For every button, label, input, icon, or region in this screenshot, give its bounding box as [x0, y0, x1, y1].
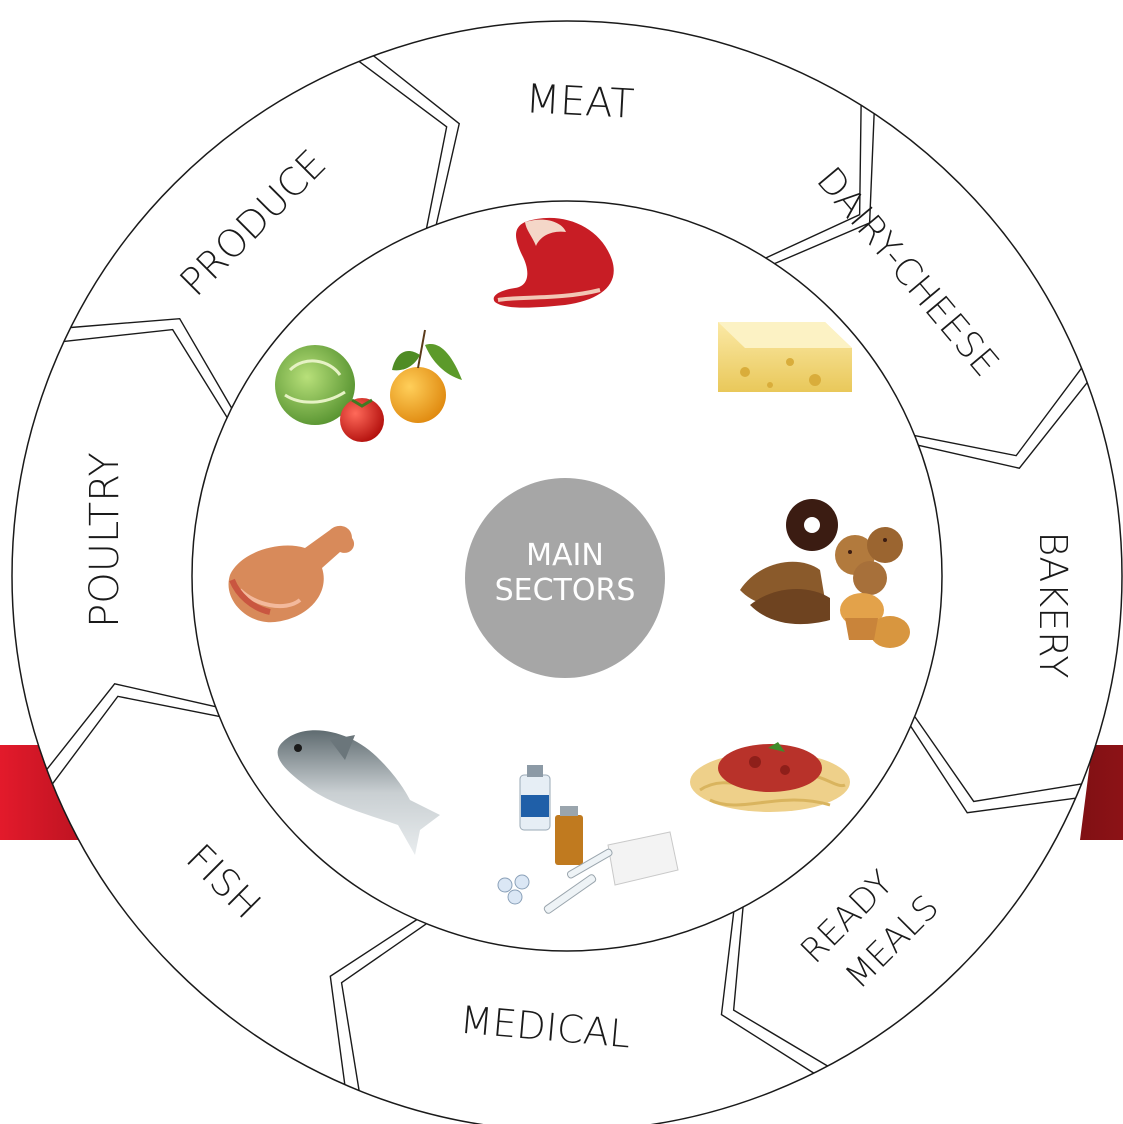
center-title-line2: SECTORS [495, 573, 636, 608]
segment-divider-line [914, 367, 1083, 457]
segment-divider-line [765, 105, 862, 259]
segment-divider-line [340, 923, 427, 1091]
sector-label-meat: MEAT [525, 76, 636, 128]
cheese-icon [718, 322, 852, 392]
segment-divider-line [720, 911, 815, 1074]
segment-divider-line [46, 682, 216, 770]
sector-label-poultry: POULTRY [82, 452, 128, 628]
segment-divider-line [910, 725, 1076, 814]
segment-divider-line [70, 317, 233, 409]
meat-steak-icon [493, 217, 614, 308]
segment-divider-line [732, 907, 828, 1067]
segment-dividers [46, 55, 1088, 1091]
chicken-leg-icon [228, 525, 355, 623]
segment-divider-line [918, 382, 1088, 470]
center-circle [465, 478, 665, 678]
segment-divider-line [358, 60, 448, 229]
pasta-icon [690, 742, 850, 812]
center-title-line1: MAIN [526, 538, 604, 573]
fish-icon [277, 730, 440, 855]
medical-supplies-icon [497, 765, 679, 914]
segment-divider-line [774, 113, 875, 265]
vegetables-icon [275, 329, 462, 442]
segment-divider-line [329, 919, 418, 1085]
bakery-icon [740, 499, 910, 648]
sector-label-bakery: BAKERY [1031, 532, 1075, 679]
segment-divider-line [914, 716, 1082, 803]
segment-divider-line [51, 695, 220, 785]
segment-divider-line [63, 328, 228, 418]
segment-divider-line [373, 55, 461, 225]
